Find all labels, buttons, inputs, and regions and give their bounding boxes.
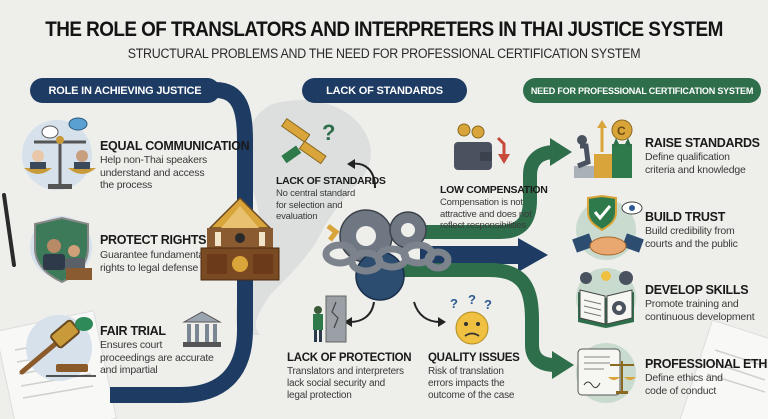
handshake-shield-icon — [572, 194, 644, 256]
item-desc: Define ethics and code of conduct — [645, 372, 723, 397]
item-title: BUILD TRUST — [645, 210, 726, 224]
section-header-certification: NEED FOR PROFESSIONAL CERTIFICATION SYST… — [523, 78, 761, 103]
section-header-role: ROLE IN ACHIEVING JUSTICE — [30, 78, 220, 103]
item-desc: Build credibility from courts and the pu… — [645, 225, 738, 250]
page-title: THE ROLE OF TRANSLATORS AND INTERPRETERS… — [45, 18, 723, 41]
section-header-lack-of-standards: LACK OF STANDARDS — [302, 78, 467, 103]
svg-text:C: C — [617, 124, 626, 138]
gavel-icon — [19, 317, 96, 377]
middle-item-title: LOW COMPENSATION — [440, 184, 548, 196]
page-subtitle: STRUCTURAL PROBLEMS AND THE NEED FOR PRO… — [127, 46, 641, 61]
book-gears-icon — [578, 271, 634, 328]
pen-decoration — [2, 193, 16, 267]
middle-item-desc: Translators and interpreters lack social… — [287, 366, 404, 401]
curved-arrow-icon — [347, 159, 376, 189]
curved-arrow-left-icon — [344, 301, 375, 327]
document-paper-decoration-right — [677, 319, 768, 419]
middle-item-desc: Compensation is not attractive and does … — [440, 197, 532, 231]
wallet-icon — [454, 123, 510, 170]
svg-text:?: ? — [322, 120, 335, 145]
courthouse-building-icon — [182, 311, 222, 347]
item-title: PROFESSIONAL ETHICS — [645, 357, 768, 371]
item-title: PROTECT RIGHTS — [100, 233, 207, 247]
item-title: FAIR TRIAL — [100, 324, 166, 338]
middle-item-title: LACK OF STANDARDS — [276, 175, 386, 187]
item-desc: Help non-Thai speakers understand and ac… — [100, 154, 208, 191]
svg-text:?: ? — [484, 297, 492, 312]
shield-with-people-icon — [34, 216, 92, 284]
item-desc: Ensures court proceedings are accurate a… — [100, 339, 214, 376]
middle-item-title: LACK OF PROTECTION — [287, 352, 412, 364]
curved-arrow-right-icon — [413, 301, 446, 327]
scales-with-speech-bubbles-icon — [24, 117, 96, 189]
thai-court-building-icon — [200, 196, 280, 281]
item-desc: Guarantee fundamental rights to legal de… — [100, 249, 207, 274]
climbing-steps-certificate-icon: C — [574, 119, 633, 178]
broken-ruler-icon: ? — [280, 117, 335, 165]
middle-item-title: QUALITY ISSUES — [428, 352, 520, 364]
svg-text:?: ? — [468, 292, 476, 307]
svg-text:?: ? — [450, 296, 458, 311]
person-cracked-wall-icon — [313, 295, 347, 343]
confused-face-icon: ? ? ? — [450, 292, 492, 345]
item-desc: Define qualification criteria and knowle… — [645, 151, 746, 176]
item-desc: Promote training and continuous developm… — [645, 298, 755, 323]
item-title: RAISE STANDARDS — [645, 136, 760, 150]
gears-and-chain-icon — [322, 209, 452, 301]
item-title: EQUAL COMMUNICATION — [100, 139, 250, 153]
item-title: DEVELOP SKILLS — [645, 283, 749, 297]
middle-item-desc: No central standard for selection and ev… — [276, 188, 356, 222]
scroll-scales-icon — [577, 348, 636, 396]
middle-item-desc: Risk of translation errors impacts the o… — [428, 366, 515, 401]
